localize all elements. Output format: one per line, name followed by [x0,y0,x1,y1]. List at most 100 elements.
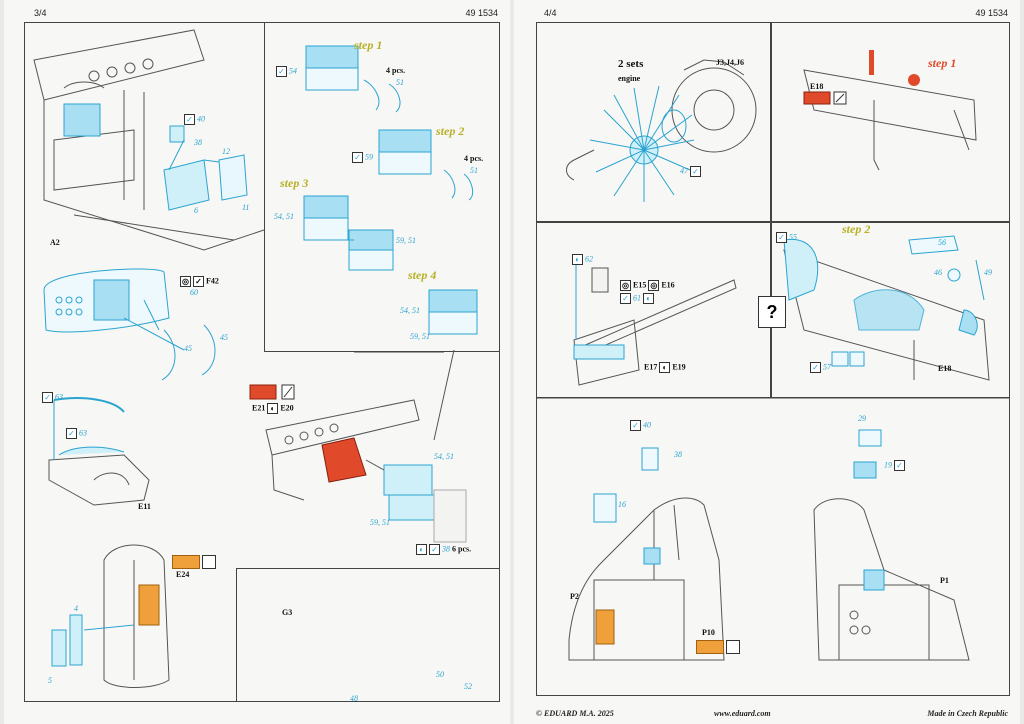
part-number-4: 4 [74,604,78,613]
check-icon: ✓ [776,232,787,243]
label-p2: P2 [570,592,579,601]
part-number-62: ◐62 [572,254,593,265]
part-number-38: 38 [674,450,682,459]
part-number-60: 60 [190,288,198,297]
check-icon: ✓ [429,544,440,555]
step4-part-59-51: 59, 51 [410,332,430,341]
part-number-57-text: 57 [823,362,831,372]
part-number-46: 46 [934,268,942,277]
part-number-12: 12 [222,147,230,156]
instruction-page-right: 4/4 49 1534 [514,0,1020,724]
check-icon: ✓ [352,152,363,163]
part-number-5: 5 [48,676,52,685]
part-number-49: 49 [984,268,992,277]
label-e17-e19: E17 ◐E19 [644,362,686,373]
label-e21: E21 [252,403,266,413]
pe-part-11 [218,154,248,201]
part-number-63b: ✓63 [66,428,87,439]
part-number-55-text: 55 [789,232,797,242]
circle-icon: ◐ [267,403,279,414]
footer-made-in: Made in Czech Republic [927,709,1008,718]
step1-pieces: 4 pcs. [386,66,406,75]
label-p1: P1 [940,576,949,585]
engine-wiring [589,85,695,202]
label-e21-e20: E21 ◐E20 [252,403,294,414]
circle-icon: ◐ [572,254,583,265]
engine-panel [536,22,771,222]
part-number-6: 6 [194,206,198,215]
part-number-63a-text: 63 [55,392,63,402]
swatch-orange [172,555,200,569]
pe-orange-p2 [595,609,615,645]
label-two-sets: 2 sets [618,58,644,70]
step1-part-51: 51 [396,78,404,87]
label-f42-text: F42 [206,276,219,286]
label-p10: P10 [702,628,715,637]
pe-red-e21 [321,437,367,483]
step-3-heading: step 3 [280,176,309,190]
pieces-count: 6 pcs. [452,544,472,554]
label-e24: E24 [176,570,190,579]
check-icon: ✓ [66,428,77,439]
kit-code: 49 1534 [465,8,498,18]
part-number-45b: 45 [220,333,228,342]
swatch-blank [726,640,740,654]
step-1-heading: step 1 [354,38,383,52]
step3-part-54-51: 54, 51 [274,212,294,221]
step4-part-54-51: 54, 51 [400,306,420,315]
part-e11 [48,454,150,506]
footer-website[interactable]: www.eduard.com [714,709,771,718]
gun-step2-drawing [783,249,990,381]
pe-part-seat [63,103,101,137]
step2-part-51: 51 [470,166,478,175]
label-e16: E16 [661,280,675,290]
page-number: 3/4 [34,8,47,18]
part-number-29: 29 [858,414,866,423]
part-number-59-51: 59, 51 [370,518,390,527]
part-number-56: 56 [938,238,946,247]
label-g3: G3 [282,608,293,617]
footer-copyright: © EDUARD M.A. 2025 [536,709,614,718]
kit-code: 49 1534 [975,8,1008,18]
fuselage-drawing [33,29,265,251]
label-a2: A2 [50,238,60,247]
swatch-red [249,384,277,400]
swatch-orange [696,640,724,654]
part-number-40-text: 40 [197,114,205,124]
engine-drawing [566,59,757,181]
part-e24 [103,544,170,688]
check-icon: ✓ [894,460,905,471]
page-number: 4/4 [544,8,557,18]
circle-icon: ◎ [648,280,660,291]
part-number-19: 19 ✓ [884,460,907,471]
part-number-52: 52 [464,682,472,691]
check-icon: ✓ [42,392,53,403]
check-icon: ✓ [630,420,641,431]
question-mark-box: ? [758,296,786,328]
step2-pieces: 4 pcs. [464,154,484,163]
part-number-63b-text: 63 [79,428,87,438]
part-number-40-text: 40 [643,420,651,430]
part-number-47-text: 47 [680,166,688,176]
pe-red-e18-part [869,50,874,75]
step-2-heading: step 2 [842,222,871,236]
label-j3-j4-j6: J3,J4,J6 [716,58,744,67]
right-page-artwork [536,50,1010,661]
label-e20: E20 [280,403,294,413]
circle-icon: ◎ [620,280,631,291]
part-number-61-text: 61 [633,293,641,303]
g3-panel [236,568,500,702]
part-number-47: 47 ✓ [680,166,703,177]
gun-step1-panel [771,22,1010,222]
label-e17: E17 [644,362,658,372]
instruction-page-left: 3/4 49 1534 [4,0,510,724]
step1-part [305,45,359,69]
step3-part-59-51: 59, 51 [396,236,416,245]
label-engine: engine [618,74,641,83]
circle-icon: ◐ [643,293,654,304]
part-number-38-group: ◐✓38 6 pcs. [416,544,471,555]
step-1-heading: step 1 [928,56,957,70]
label-e19: E19 [672,362,686,372]
part-number-50: 50 [436,670,444,679]
gun-step1-drawing [803,69,977,171]
